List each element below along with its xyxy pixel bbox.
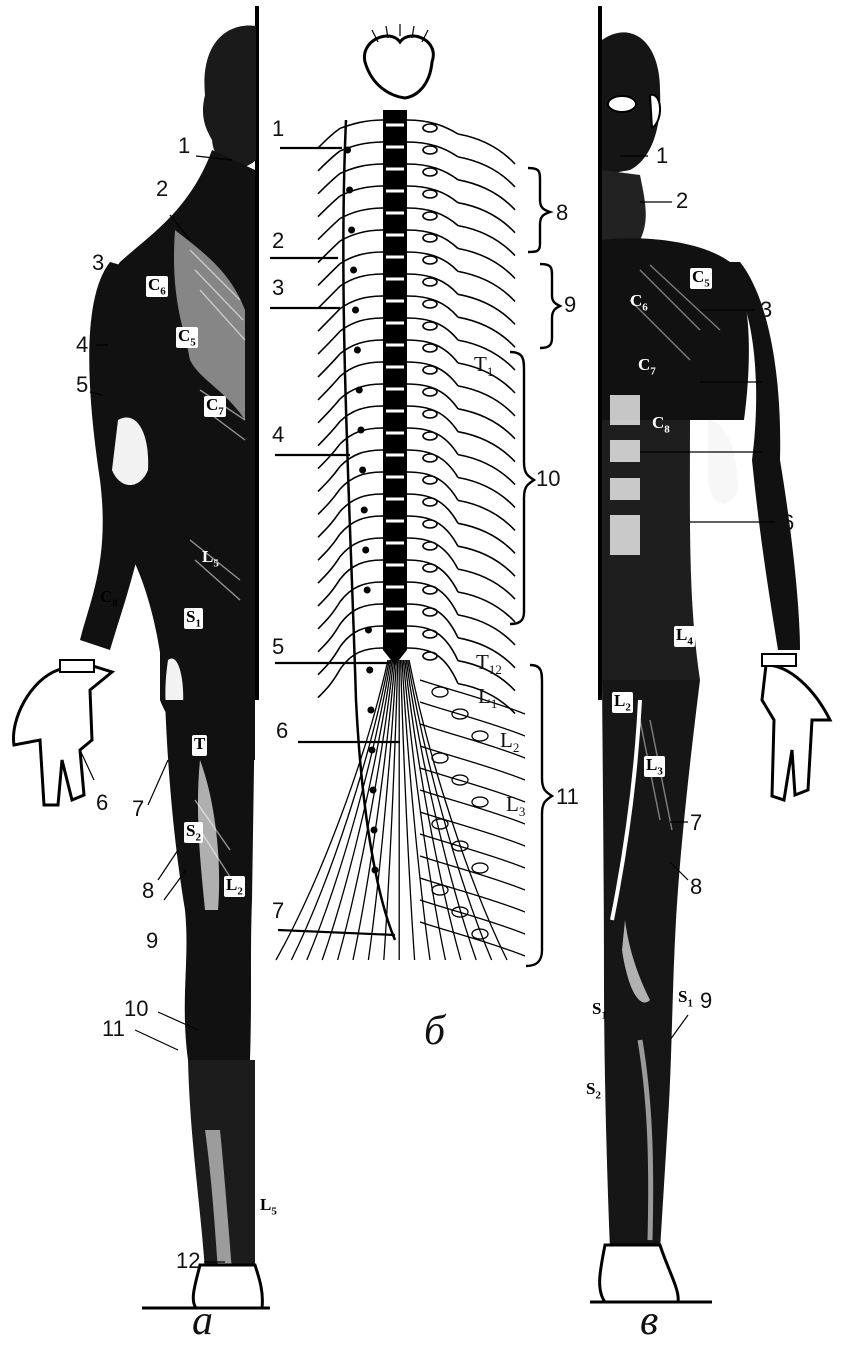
panel-b-number-2: 2 [272, 230, 284, 252]
panel-b-number-7: 7 [272, 900, 284, 922]
panel-v-segment-s1-right: S1 [676, 988, 695, 1009]
panel-b-bracket-8: 8 [556, 202, 568, 224]
panel-v-number-9: 9 [700, 990, 712, 1012]
panel-a-number-1: 1 [178, 135, 190, 157]
panel-a-segment-c8: C8 [98, 588, 120, 609]
panel-a-number-9: 9 [146, 930, 158, 952]
panel-v-segment-c8: C8 [650, 414, 672, 435]
panel-b-level-t1: T1 [474, 354, 493, 378]
panel-v-number-4: 4 [766, 372, 778, 394]
panel-v-number-7: 7 [690, 812, 702, 834]
panel-v-segment-l2: L2 [612, 692, 633, 713]
panel-v-segment-c5: C5 [690, 268, 712, 289]
hand-back [13, 662, 112, 805]
panel-b-level-t12: T12 [476, 652, 502, 676]
panel-a-number-6: 6 [96, 792, 108, 814]
panel-a-number-10: 10 [124, 998, 148, 1020]
panel-v-number-3: 3 [760, 299, 772, 321]
panel-a-segment-l2: L2 [224, 876, 245, 897]
panel-b-bracket-9: 9 [564, 294, 576, 316]
panel-a-number-5: 5 [76, 374, 88, 396]
panel-b-level-l2: L2 [500, 730, 519, 754]
panel-b-number-3: 3 [272, 277, 284, 299]
head-back [203, 25, 256, 168]
panel-b-number-5: 5 [272, 636, 284, 658]
panel-b-number-1: 1 [272, 118, 284, 140]
panel-a-number-8: 8 [142, 880, 154, 902]
panel-b-level-l1: L1 [478, 686, 497, 710]
panel-v-segment-l3: L3 [644, 756, 665, 777]
panel-v-body [590, 6, 830, 1302]
panel-b-letter: б [424, 1010, 445, 1052]
panel-a-number-12: 12 [176, 1250, 200, 1272]
panel-a-segment-s1: S1 [184, 608, 203, 629]
panel-a-number-11: 11 [102, 1018, 125, 1040]
panel-b-bracket-10: 10 [536, 468, 560, 490]
panel-v-segment-s2: S2 [584, 1080, 603, 1101]
panel-a-number-7: 7 [132, 798, 144, 820]
panel-v-number-5: 5 [766, 442, 778, 464]
panel-a-segment-c5: C5 [176, 327, 198, 348]
panel-a-segment-s2: S2 [184, 822, 203, 843]
panel-a-segment-c7: C7 [204, 396, 226, 417]
panel-v-segment-c6: C6 [628, 292, 650, 313]
panel-b-spine [270, 24, 560, 966]
panel-a-number-2: 2 [156, 178, 168, 200]
panel-v-number-8: 8 [690, 876, 702, 898]
panel-a-letter: а [192, 1300, 213, 1342]
panel-a-segment-l5-upper: L5 [200, 548, 221, 569]
panel-v-number-1: 1 [656, 145, 668, 167]
panel-b-number-6: 6 [276, 720, 288, 742]
panel-v-segment-c7: C7 [636, 356, 658, 377]
panel-b-level-l3: L3 [506, 794, 525, 818]
panel-a-segment-t: T [192, 735, 207, 756]
panel-a-number-3: 3 [92, 252, 104, 274]
panel-v-segment-s1-left: S1 [590, 1000, 609, 1021]
panel-v-letter: в [640, 1300, 658, 1342]
hand-front [762, 665, 830, 800]
panel-v-number-6: 6 [782, 512, 794, 534]
panel-a-segment-c6: C6 [146, 276, 168, 297]
panel-v-number-2: 2 [676, 190, 688, 212]
panel-a-segment-l5-lower: L5 [258, 1196, 279, 1217]
panel-a-number-4: 4 [76, 334, 88, 356]
panel-b-bracket-11: 11 [556, 786, 579, 808]
panel-v-segment-l4: L4 [674, 626, 695, 647]
panel-b-number-4: 4 [272, 424, 284, 446]
panel-a-body [13, 6, 270, 1308]
